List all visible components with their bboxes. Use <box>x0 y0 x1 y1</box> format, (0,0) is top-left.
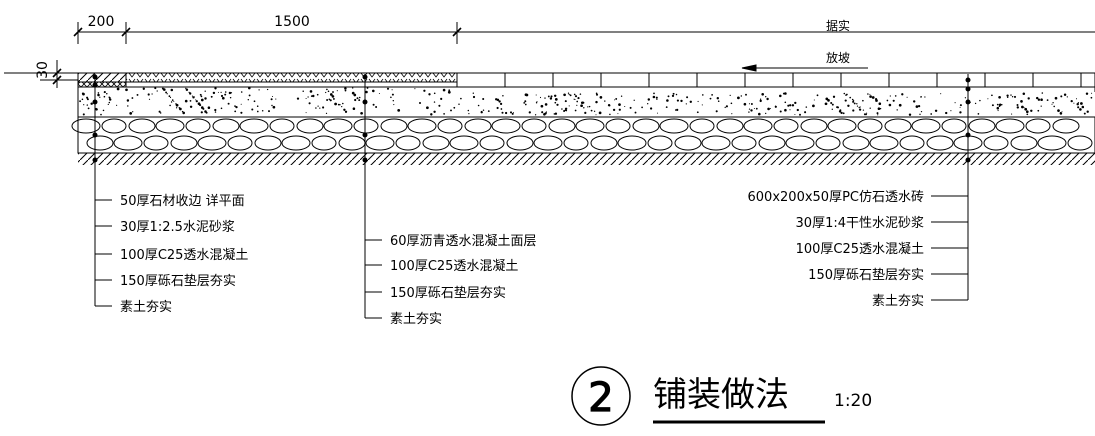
note-compact: 据实 <box>826 18 850 33</box>
middle-callout-line-2: 100厚C25透水混凝土 <box>390 258 518 274</box>
title-text: 铺装做法 <box>653 375 789 415</box>
right-callout-line-2: 30厚1:4干性水泥砂浆 <box>796 216 924 231</box>
left-callout-line-1: 50厚石材收边 详平面 <box>120 194 245 209</box>
middle-callout-line-3: 150厚砾石垫层夯实 <box>390 285 506 301</box>
dimension-lines <box>4 22 1095 88</box>
right-callout-line-1: 600x200x50厚PC仿石透水砖 <box>748 190 924 205</box>
leader-dots <box>92 74 971 163</box>
dimension-30: 30 <box>35 61 51 79</box>
title-scale: 1:20 <box>834 391 872 411</box>
drawing-title: 2 铺装做法 1:20 <box>571 366 872 426</box>
middle-callout-line-1: 60厚沥青透水混凝土面层 <box>390 233 537 249</box>
right-callout-line-5: 素土夯实 <box>872 294 924 309</box>
left-callout-line-5: 素土夯实 <box>120 300 172 315</box>
right-callout-line-3: 100厚C25透水混凝土 <box>796 241 924 257</box>
dimension-200: 200 <box>88 14 115 30</box>
note-slope: 放坡 <box>826 50 850 65</box>
section-layers <box>71 72 1095 165</box>
middle-callout-line-4: 素土夯实 <box>390 312 442 327</box>
right-callout: 600x200x50厚PC仿石透水砖 30厚1:4干性水泥砂浆 100厚C25透… <box>748 190 924 309</box>
left-callout: 50厚石材收边 详平面 30厚1:2.5水泥砂浆 100厚C25透水混凝土 15… <box>120 194 248 315</box>
right-callout-line-4: 150厚砾石垫层夯实 <box>808 267 924 283</box>
dimension-1500: 1500 <box>274 14 310 30</box>
left-callout-line-3: 100厚C25透水混凝土 <box>120 247 248 263</box>
middle-callout: 60厚沥青透水混凝土面层 100厚C25透水混凝土 150厚砾石垫层夯实 素土夯… <box>390 233 537 327</box>
leader-lines <box>94 74 969 319</box>
left-callout-line-2: 30厚1:2.5水泥砂浆 <box>120 220 235 235</box>
title-number-circle <box>571 366 631 426</box>
left-callout-line-4: 150厚砾石垫层夯实 <box>120 273 236 289</box>
title-number: 2 <box>588 375 613 421</box>
